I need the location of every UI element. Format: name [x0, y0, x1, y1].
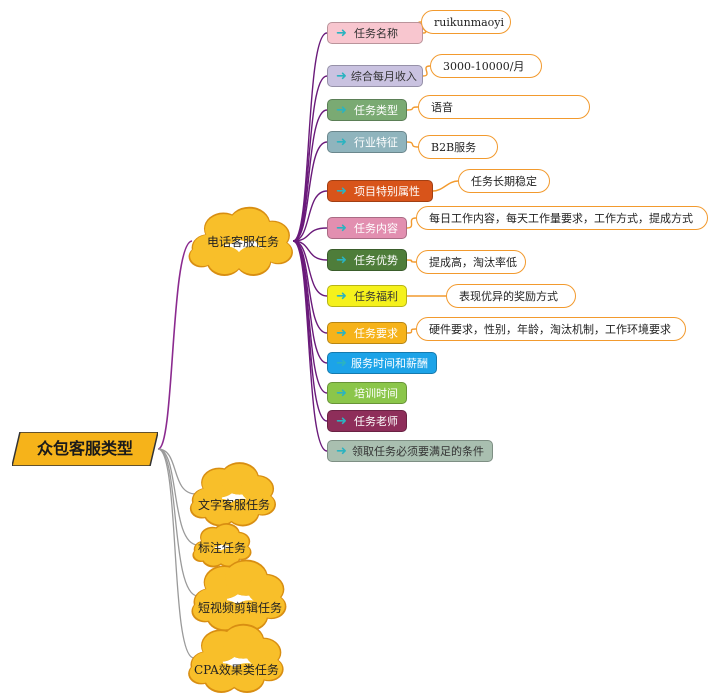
subtopic-label: 行业特征 [354, 136, 398, 149]
detail-text: 硬件要求，性别，年龄，淘汰机制，工作环境要求 [429, 323, 671, 336]
subtopic-node[interactable]: ➜ 领取任务必须要满足的条件 [327, 440, 493, 462]
arrow-right-icon: ➜ [336, 288, 347, 304]
subtopic-node[interactable]: ➜ 服务时间和薪酬 [327, 352, 437, 374]
main-topic-label: 电话客服任务 [207, 235, 280, 249]
topic-label: 文字客服任务 [198, 498, 271, 512]
subtopic-node[interactable]: ➜ 任务优势 [327, 249, 407, 271]
arrow-right-icon: ➜ [336, 68, 347, 84]
topic-cloud-3[interactable]: CPA效果类任务 [188, 623, 284, 693]
detail-text: 提成高，淘汰率低 [429, 256, 517, 269]
subtopic-label: 任务内容 [354, 222, 398, 235]
detail-box[interactable]: 提成高，淘汰率低 [416, 250, 526, 274]
detail-box[interactable]: 语音 [418, 95, 590, 119]
subtopic-node[interactable]: ➜ 综合每月收入 [327, 65, 423, 87]
arrow-right-icon: ➜ [336, 102, 347, 118]
cloud-shape [188, 206, 293, 276]
subtopic-label: 服务时间和薪酬 [351, 357, 428, 370]
root-shape [12, 432, 158, 466]
arrow-right-icon: ➜ [336, 25, 347, 41]
main-topic-cloud[interactable]: 电话客服任务 [188, 206, 293, 276]
subtopic-node[interactable]: ➜ 任务类型 [327, 99, 407, 121]
subtopic-label: 培训时间 [354, 387, 398, 400]
detail-box[interactable]: ruikunmaoyi [421, 10, 511, 34]
cloud-shape [192, 522, 252, 568]
arrow-right-icon: ➜ [336, 252, 347, 268]
root-topic[interactable]: 众包客服类型 [12, 432, 158, 466]
detail-text: 3000-10000/月 [443, 60, 525, 73]
subtopic-label: 综合每月收入 [350, 70, 417, 83]
topic-label: CPA效果类任务 [194, 663, 279, 677]
root-topic-label: 众包客服类型 [36, 439, 133, 458]
subtopic-node[interactable]: ➜ 行业特征 [327, 131, 407, 153]
detail-text: 表现优异的奖励方式 [459, 290, 558, 303]
topic-label: 短视频剪辑任务 [198, 601, 283, 615]
cloud-shape [189, 462, 276, 527]
arrow-right-icon: ➜ [336, 134, 347, 150]
detail-box[interactable]: 每日工作内容，每天工作量要求，工作方式，提成方式 [416, 206, 708, 230]
subtopic-label: 任务要求 [354, 327, 398, 340]
arrow-right-icon: ➜ [336, 443, 347, 459]
arrow-right-icon: ➜ [336, 413, 347, 429]
detail-text: ruikunmaoyi [434, 15, 505, 29]
topic-cloud-0[interactable]: 文字客服任务 [189, 462, 276, 527]
subtopic-node[interactable]: ➜ 任务名称 [327, 22, 423, 44]
detail-text: B2B服务 [431, 141, 477, 154]
subtopic-node[interactable]: ➜ 项目特别属性 [327, 180, 433, 202]
subtopic-label: 任务名称 [354, 27, 398, 40]
arrow-right-icon: ➜ [336, 325, 347, 341]
subtopic-node[interactable]: ➜ 任务老师 [327, 410, 407, 432]
subtopic-label: 项目特别属性 [354, 185, 420, 198]
subtopic-label: 任务福利 [354, 290, 398, 303]
subtopic-node[interactable]: ➜ 任务内容 [327, 217, 407, 239]
arrow-right-icon: ➜ [336, 385, 347, 401]
arrow-right-icon: ➜ [336, 183, 347, 199]
topic-cloud-1[interactable]: 标注任务 [192, 522, 252, 568]
detail-text: 任务长期稳定 [471, 175, 537, 188]
subtopic-label: 领取任务必须要满足的条件 [352, 445, 484, 458]
arrow-right-icon: ➜ [336, 220, 347, 236]
detail-box[interactable]: 3000-10000/月 [430, 54, 542, 78]
subtopic-node[interactable]: ➜ 培训时间 [327, 382, 407, 404]
topic-cloud-2[interactable]: 短视频剪辑任务 [191, 559, 287, 632]
detail-text: 语音 [431, 101, 453, 114]
subtopic-label: 任务类型 [354, 104, 398, 117]
subtopic-node[interactable]: ➜ 任务要求 [327, 322, 407, 344]
topic-label: 标注任务 [198, 541, 247, 555]
detail-box[interactable]: 硬件要求，性别，年龄，淘汰机制，工作环境要求 [416, 317, 686, 341]
detail-box[interactable]: B2B服务 [418, 135, 498, 159]
detail-text: 每日工作内容，每天工作量要求，工作方式，提成方式 [429, 212, 693, 225]
cloud-shape [191, 559, 287, 632]
subtopic-node[interactable]: ➜ 任务福利 [327, 285, 407, 307]
detail-box[interactable]: 表现优异的奖励方式 [446, 284, 576, 308]
detail-box[interactable]: 任务长期稳定 [458, 169, 550, 193]
subtopic-label: 任务老师 [354, 415, 398, 428]
arrow-right-icon: ➜ [336, 355, 347, 371]
subtopic-label: 任务优势 [354, 254, 398, 267]
cloud-shape [188, 623, 284, 693]
